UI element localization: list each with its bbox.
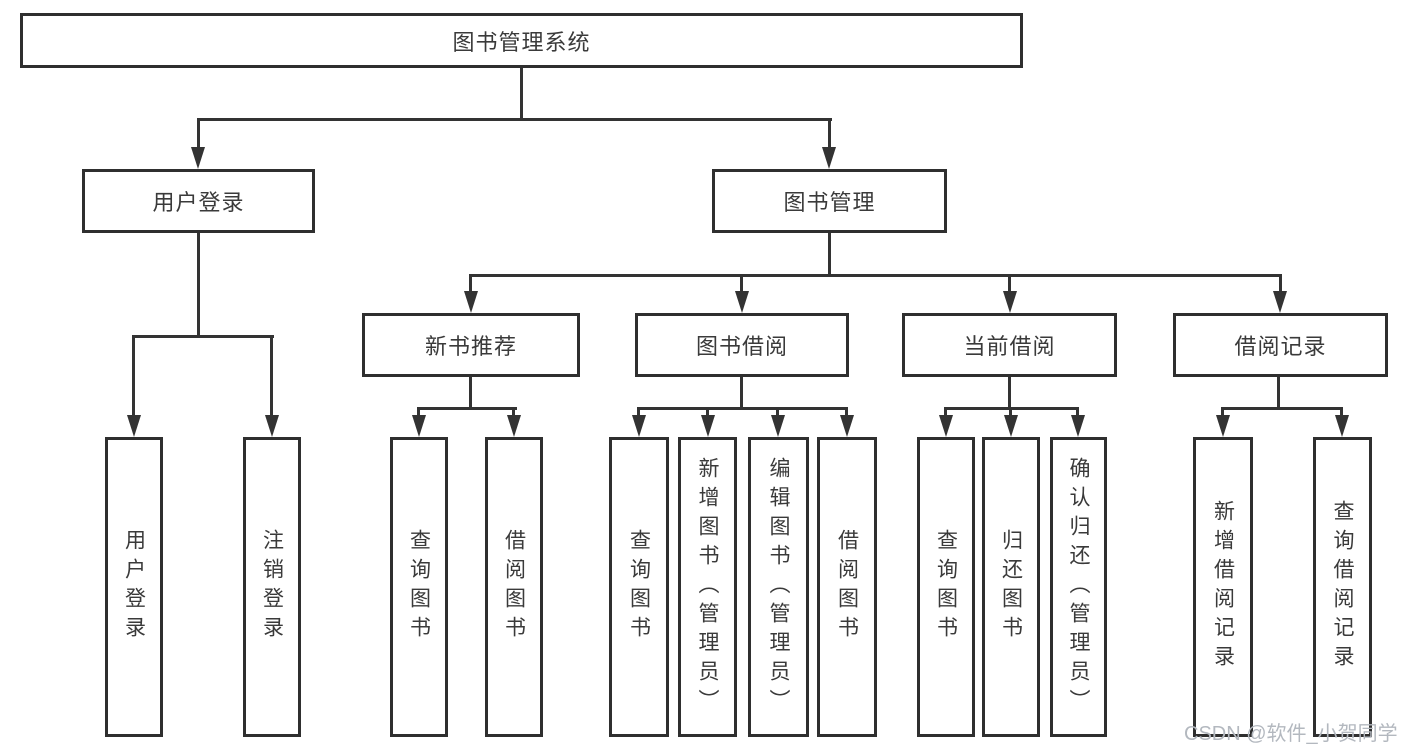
connector-vline	[1221, 407, 1224, 416]
arrowhead	[840, 415, 854, 437]
node-label: 查询图书	[934, 529, 958, 645]
watermark: CSDN @软件_小贺同学	[1184, 723, 1398, 745]
leaf-borrow-books-recommend: 借阅图书	[485, 437, 543, 737]
node-label: 查询图书	[627, 529, 651, 645]
connector-hline	[197, 118, 832, 121]
connector-vline	[197, 233, 200, 335]
node-label: 图书管理	[783, 190, 876, 215]
arrowhead	[939, 415, 953, 437]
arrowhead	[1003, 291, 1017, 313]
connector-vline	[132, 335, 135, 415]
leaf-query-books-recommend: 查询图书	[390, 437, 448, 737]
arrowhead	[735, 291, 749, 313]
node-label: 用户登录	[122, 529, 146, 645]
connector-vline	[512, 407, 515, 416]
leaf-query-books-current: 查询图书	[917, 437, 975, 737]
connector-vline	[417, 407, 420, 416]
node-current-borrowing: 当前借阅	[902, 313, 1117, 377]
leaf-user-login: 用户登录	[105, 437, 163, 737]
leaf-borrow-books: 借阅图书	[817, 437, 877, 737]
connector-vline	[1076, 407, 1079, 416]
node-label: 图书借阅	[695, 334, 788, 359]
connector-hline	[1221, 407, 1343, 410]
node-label: 当前借阅	[963, 334, 1056, 359]
node-label: 新增图书（管理员）	[696, 456, 719, 718]
connector-vline	[1008, 274, 1011, 292]
node-library-management-system: 图书管理系统	[20, 13, 1023, 68]
connector-vline	[270, 335, 273, 415]
connector-vline	[197, 118, 200, 148]
node-label: 编辑图书（管理员）	[767, 456, 790, 718]
node-borrowing-records: 借阅记录	[1173, 313, 1388, 377]
node-book-borrowing: 图书借阅	[635, 313, 849, 377]
connector-vline	[740, 377, 743, 407]
connector-vline	[776, 407, 779, 416]
node-label: 借阅图书	[835, 529, 859, 645]
node-book-management: 图书管理	[712, 169, 947, 233]
connector-vline	[740, 274, 743, 292]
connector-vline	[828, 233, 831, 274]
node-label: 新增借阅记录	[1211, 500, 1235, 674]
connector-hline	[132, 335, 274, 338]
connector-hline	[469, 274, 1282, 277]
node-user-login: 用户登录	[82, 169, 315, 233]
node-label: 归还图书	[999, 529, 1023, 645]
connector-vline	[637, 407, 640, 416]
node-label: 用户登录	[152, 190, 245, 215]
leaf-edit-books-admin: 编辑图书（管理员）	[748, 437, 809, 737]
connector-vline	[828, 118, 831, 148]
node-label: 借阅记录	[1234, 334, 1327, 359]
arrowhead	[1335, 415, 1349, 437]
node-label: 查询图书	[407, 529, 431, 645]
node-new-book-recommendation: 新书推荐	[362, 313, 580, 377]
leaf-logout: 注销登录	[243, 437, 301, 737]
arrowhead	[1071, 415, 1085, 437]
arrowhead	[701, 415, 715, 437]
connector-vline	[1279, 274, 1282, 292]
arrowhead	[464, 291, 478, 313]
leaf-return-books: 归还图书	[982, 437, 1040, 737]
arrowhead	[412, 415, 426, 437]
leaf-confirm-return-admin: 确认归还（管理员）	[1050, 437, 1107, 737]
connector-vline	[944, 407, 947, 416]
leaf-add-borrow-record: 新增借阅记录	[1193, 437, 1253, 737]
arrowhead	[822, 147, 836, 169]
connector-vline	[1009, 407, 1012, 416]
leaf-query-borrow-record: 查询借阅记录	[1313, 437, 1372, 737]
connector-vline	[1008, 377, 1011, 407]
node-label: 查询借阅记录	[1331, 500, 1354, 674]
arrowhead	[127, 415, 141, 437]
leaf-query-books-borrow: 查询图书	[609, 437, 669, 737]
node-label: 借阅图书	[502, 529, 526, 645]
arrowhead	[1273, 291, 1287, 313]
arrowhead	[771, 415, 785, 437]
connector-vline	[1277, 377, 1280, 407]
arrowhead	[191, 147, 205, 169]
connector-hline	[637, 407, 848, 410]
connector-vline	[469, 274, 472, 292]
arrowhead	[265, 415, 279, 437]
node-label: 注销登录	[260, 529, 284, 645]
node-label: 图书管理系统	[452, 29, 591, 55]
connector-vline	[706, 407, 709, 416]
node-label: 新书推荐	[424, 334, 517, 359]
node-label: 确认归还（管理员）	[1067, 456, 1090, 718]
arrowhead	[507, 415, 521, 437]
connector-vline	[845, 407, 848, 416]
connector-hline	[417, 407, 517, 410]
connector-vline	[469, 377, 472, 407]
leaf-add-books-admin: 新增图书（管理员）	[678, 437, 737, 737]
arrowhead	[1216, 415, 1230, 437]
arrowhead	[1004, 415, 1018, 437]
arrowhead	[632, 415, 646, 437]
connector-vline	[1340, 407, 1343, 416]
connector-vline	[520, 68, 523, 118]
